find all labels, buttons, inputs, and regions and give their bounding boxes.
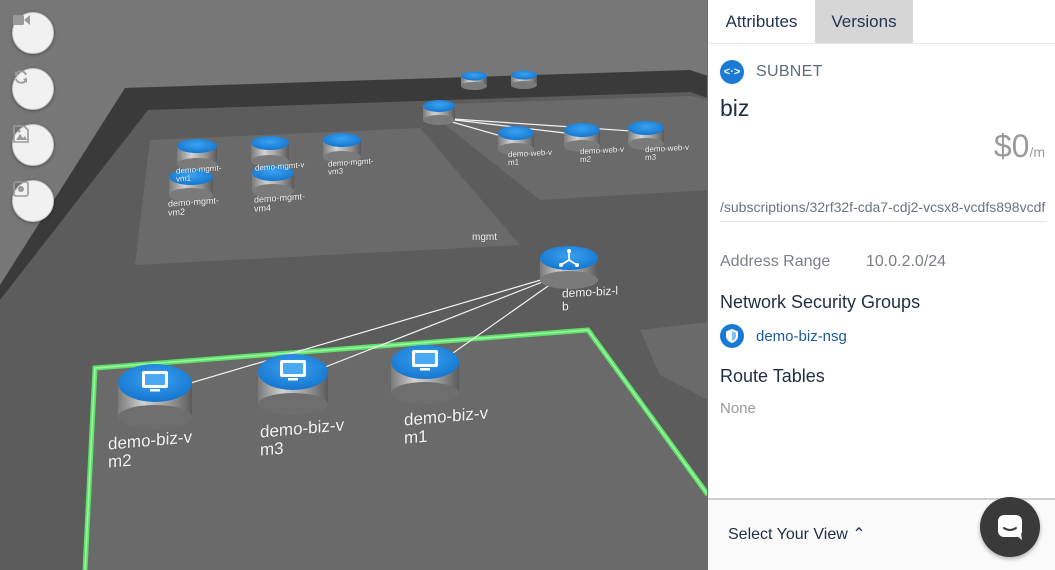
node-web-vm1[interactable] xyxy=(498,126,534,155)
node-web-lb[interactable] xyxy=(423,100,455,125)
scene-canvas[interactable] xyxy=(0,0,708,570)
resource-path: /subscriptions/32rf32f-cda7-cdj2-vcsx8-v… xyxy=(720,199,1046,222)
node-mgmt-vm4[interactable] xyxy=(252,165,294,198)
address-range-label: Address Range xyxy=(720,253,831,270)
video-camera-button[interactable] xyxy=(12,12,54,54)
node-top-2[interactable] xyxy=(511,70,537,90)
cost-display: $0/m xyxy=(994,128,1045,165)
shield-icon xyxy=(720,324,744,348)
node-label-mgmt-vm4: demo-mgmt- vm4 xyxy=(254,191,306,215)
node-mgmt-vm2[interactable] xyxy=(169,169,213,202)
route-tables-heading: Route Tables xyxy=(720,366,825,386)
route-tables-value: None xyxy=(720,400,756,417)
node-label-web-vm2: demo-web-v m2 xyxy=(580,144,625,165)
node-biz-lb[interactable] xyxy=(540,246,598,289)
chat-icon xyxy=(998,515,1022,540)
nsg-link[interactable]: demo-biz-nsg xyxy=(756,327,847,345)
subnet-biz[interactable] xyxy=(85,330,708,570)
node-top-1[interactable] xyxy=(461,71,487,91)
image-icon xyxy=(13,125,29,143)
address-range-row: Address Range 10.0.2.0/24 xyxy=(720,253,946,271)
nsg-heading: Network Security Groups xyxy=(720,292,921,312)
node-label-biz-vm2: demo-biz-v m2 xyxy=(108,427,193,472)
cost-value: $0 xyxy=(993,128,1030,164)
panel-tabs: Attributes Versions xyxy=(708,0,1055,44)
chat-button[interactable] xyxy=(980,497,1040,557)
screenshot-button[interactable] xyxy=(12,124,54,166)
node-mgmt-vm1[interactable] xyxy=(177,139,217,170)
record-icon xyxy=(13,181,29,197)
node-biz-vm2[interactable] xyxy=(118,364,192,429)
subnet-mgmt[interactable] xyxy=(135,128,520,265)
resource-type-row: <·> SUBNET xyxy=(720,60,823,84)
subnet-icon: <·> xyxy=(720,60,744,84)
node-label-mgmt-vm3: demo-mgmt- vm3 xyxy=(328,156,374,177)
nsg-row: demo-biz-nsg xyxy=(720,324,847,348)
node-mgmt-v[interactable] xyxy=(251,136,289,167)
video-camera-icon xyxy=(13,15,30,25)
refresh-icon xyxy=(15,70,27,84)
address-range-value: 10.0.2.0/24 xyxy=(866,253,947,270)
node-label-mgmt-vm2: demo-mgmt- vm2 xyxy=(168,195,220,219)
node-label-mgmt-vm1: demo-mgmt- vm1 xyxy=(176,163,222,184)
node-biz-vm3[interactable] xyxy=(258,354,328,415)
node-label-biz-lb: demo-biz-l b xyxy=(562,283,619,314)
tab-versions[interactable]: Versions xyxy=(815,0,913,43)
resource-name: biz xyxy=(720,95,750,121)
node-web-vm2[interactable] xyxy=(564,123,600,152)
zone-label-mgmt: mgmt xyxy=(472,232,497,243)
subnet-data[interactable] xyxy=(640,322,708,400)
node-label-web-vm1: demo-web-v m1 xyxy=(508,147,553,168)
node-label-biz-vm1: demo-biz-v m1 xyxy=(404,403,489,448)
network-3d-view[interactable]: mgmt demo-mgmt- vm1 demo-mgmt-v demo-mgm… xyxy=(0,0,708,570)
node-web-vm3[interactable] xyxy=(628,121,664,150)
resource-type: SUBNET xyxy=(756,63,823,80)
tab-attributes[interactable]: Attributes xyxy=(708,0,815,43)
node-label-web-vm3: demo-web-v m3 xyxy=(645,142,690,163)
subnet-biz-highlight-glow xyxy=(84,329,708,570)
refresh-button[interactable] xyxy=(12,68,54,110)
node-label-biz-vm3: demo-biz-v m3 xyxy=(260,415,345,460)
node-biz-vm1[interactable] xyxy=(391,345,459,404)
select-view-toggle[interactable]: Select Your View ⌃ xyxy=(728,526,866,543)
node-mgmt-vm3[interactable] xyxy=(323,133,361,163)
record-button[interactable] xyxy=(12,180,54,222)
attributes-panel: Attributes Versions <·> SUBNET biz $0/m … xyxy=(707,0,1055,570)
panel-footer: Select Your View ⌃ xyxy=(708,497,1055,570)
cost-unit: /m xyxy=(1029,144,1045,160)
